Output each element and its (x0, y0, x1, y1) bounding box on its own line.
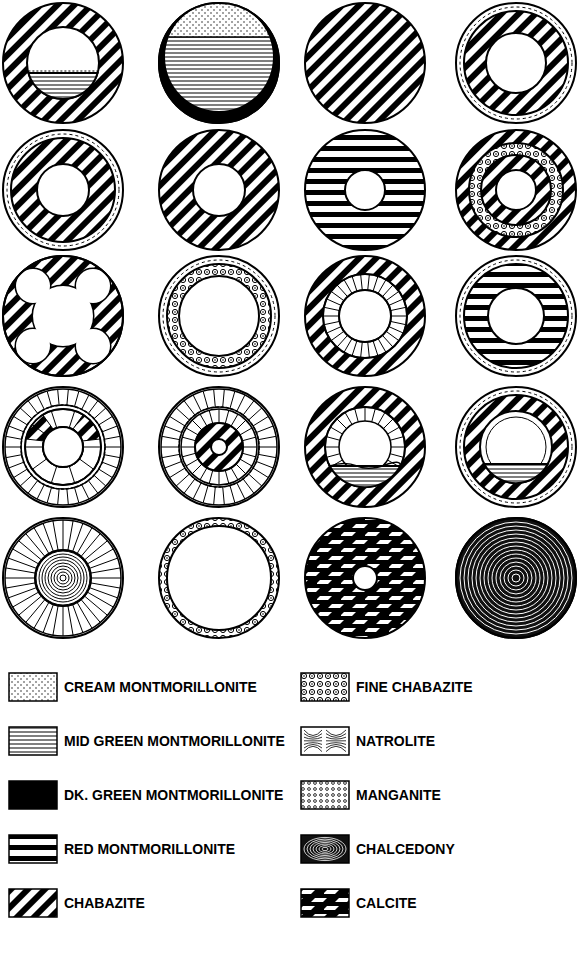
natrolite-fibres (5, 389, 121, 505)
natrolite-fibres (25, 409, 101, 485)
legend-swatch (8, 888, 58, 918)
chalcedony-bands (460, 522, 572, 634)
legend-label: DK. GREEN MONTMORILLONITE (64, 787, 283, 803)
chalcedony-bands (36, 551, 90, 605)
legend-swatch (8, 834, 58, 864)
natrolite-fibres (161, 389, 277, 505)
natrolite-fibres (325, 407, 405, 487)
natrolite-fibres (181, 409, 257, 485)
legend-label: CHABAZITE (64, 895, 145, 911)
legend-label: CHALCEDONY (356, 841, 455, 857)
legend-swatch (300, 834, 350, 864)
natrolite-fibres (323, 274, 407, 358)
legend-item: CHALCEDONY (300, 834, 455, 864)
legend-swatch (300, 672, 350, 702)
natrolite-fibres (5, 520, 121, 636)
legend-swatch (300, 888, 350, 918)
legend-label: RED MONTMORILLONITE (64, 841, 235, 857)
legend-label: CREAM MONTMORILLONITE (64, 679, 257, 695)
legend-label: MANGANITE (356, 787, 441, 803)
legend-item: RED MONTMORILLONITE (8, 834, 235, 864)
legend-swatch (300, 780, 350, 810)
legend-swatch (8, 726, 58, 756)
cavity (43, 427, 83, 467)
legend-item: CREAM MONTMORILLONITE (8, 672, 257, 702)
legend-swatch (8, 672, 58, 702)
legend-item: MID GREEN MONTMORILLONITE (8, 726, 285, 756)
legend-label: FINE CHABAZITE (356, 679, 473, 695)
vesicle-rim (456, 518, 576, 638)
legend-item: FINE CHABAZITE (300, 672, 473, 702)
legend-label: NATROLITE (356, 733, 435, 749)
legend-item: NATROLITE (300, 726, 435, 756)
legend-item: CHABAZITE (8, 888, 145, 918)
legend-label: CALCITE (356, 895, 417, 911)
legend-item: DK. GREEN MONTMORILLONITE (8, 780, 283, 810)
legend-swatch (8, 780, 58, 810)
legend-item: CALCITE (300, 888, 417, 918)
legend-item: MANGANITE (300, 780, 441, 810)
legend-label: MID GREEN MONTMORILLONITE (64, 733, 285, 749)
legend-swatch (300, 726, 350, 756)
